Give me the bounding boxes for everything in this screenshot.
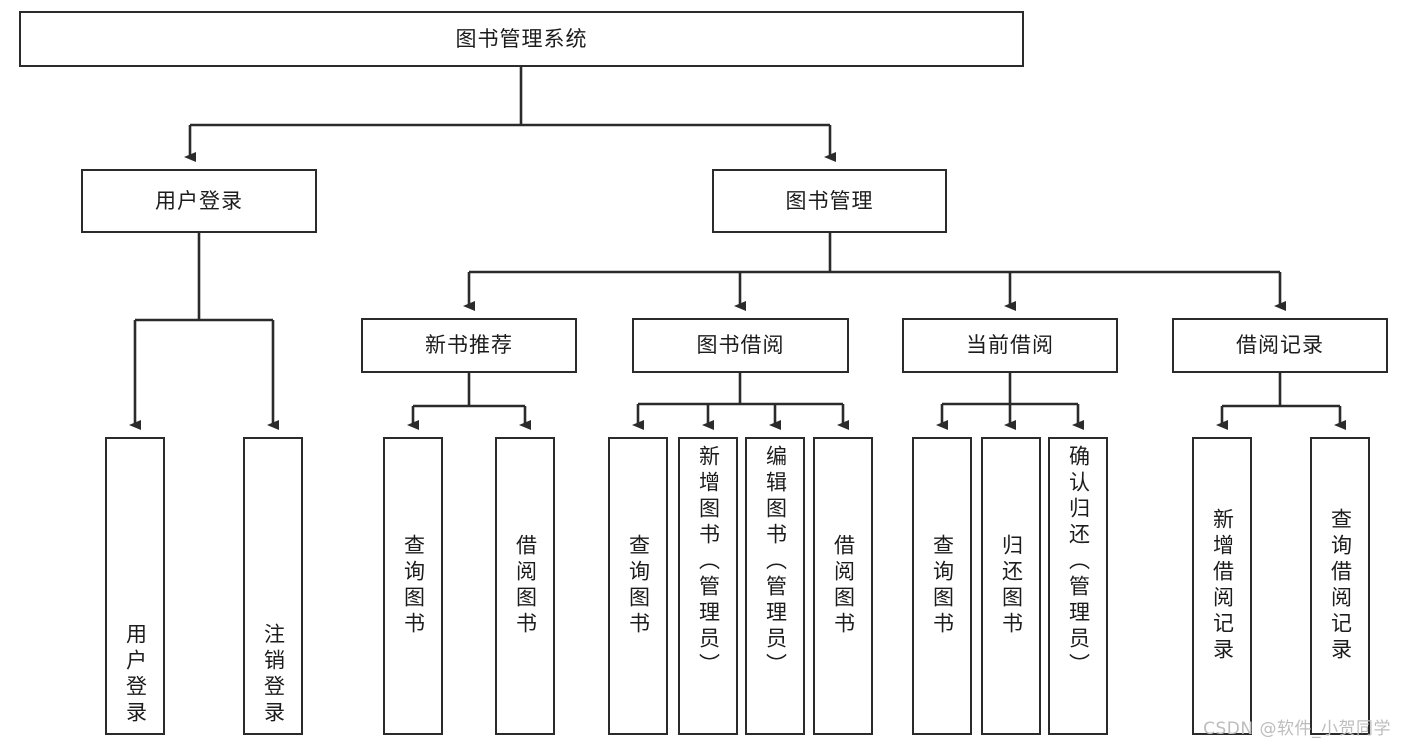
leaf-book-borrow-borrow[interactable]: 借阅图书	[813, 437, 873, 735]
leaf-label: 注销登录	[261, 623, 286, 727]
leaf-borrow-record-add[interactable]: 新增借阅记录	[1192, 437, 1252, 735]
node-book-borrow[interactable]: 图书借阅	[632, 318, 849, 373]
node-new-book-recommend[interactable]: 新书推荐	[361, 318, 577, 373]
node-user-login-label: 用户登录	[155, 188, 243, 213]
leaf-current-borrow-confirm[interactable]: 确认归还（管理员）	[1048, 437, 1108, 735]
leaf-label: 查询借阅记录	[1328, 508, 1353, 664]
leaf-user-login-signout[interactable]: 注销登录	[243, 437, 303, 735]
node-root[interactable]: 图书管理系统	[19, 11, 1024, 67]
leaf-book-borrow-query[interactable]: 查询图书	[608, 437, 668, 735]
leaf-label: 编辑图书（管理员）	[763, 445, 788, 679]
node-current-borrow-label: 当前借阅	[966, 333, 1054, 358]
node-new-book-recommend-label: 新书推荐	[425, 333, 513, 358]
node-borrow-record[interactable]: 借阅记录	[1172, 318, 1388, 373]
leaf-new-book-borrow[interactable]: 借阅图书	[495, 437, 555, 735]
leaf-label: 借阅图书	[513, 534, 538, 638]
leaf-current-borrow-query[interactable]: 查询图书	[912, 437, 972, 735]
leaf-label: 确认归还（管理员）	[1066, 445, 1091, 679]
node-user-login[interactable]: 用户登录	[81, 169, 317, 233]
node-root-label: 图书管理系统	[455, 26, 588, 51]
node-book-management[interactable]: 图书管理	[712, 169, 947, 233]
leaf-label: 查询图书	[401, 534, 426, 638]
leaf-label: 查询图书	[930, 534, 955, 638]
leaf-book-borrow-add[interactable]: 新增图书（管理员）	[678, 437, 738, 735]
leaf-current-borrow-return[interactable]: 归还图书	[981, 437, 1041, 735]
leaf-book-borrow-edit[interactable]: 编辑图书（管理员）	[745, 437, 805, 735]
leaf-label: 新增借阅记录	[1210, 508, 1235, 664]
leaf-label: 借阅图书	[831, 534, 856, 638]
leaf-label: 归还图书	[999, 534, 1024, 638]
node-book-management-label: 图书管理	[785, 188, 874, 213]
leaf-label: 查询图书	[626, 534, 651, 638]
leaf-user-login-signin[interactable]: 用户登录	[105, 437, 165, 735]
node-borrow-record-label: 借阅记录	[1236, 333, 1324, 358]
leaf-label: 新增图书（管理员）	[696, 445, 721, 679]
leaf-borrow-record-query[interactable]: 查询借阅记录	[1310, 437, 1370, 735]
watermark: CSDN @软件_小贺同学	[1203, 719, 1391, 739]
leaf-new-book-query[interactable]: 查询图书	[383, 437, 443, 735]
node-current-borrow[interactable]: 当前借阅	[902, 318, 1118, 373]
leaf-label: 用户登录	[123, 623, 148, 727]
node-book-borrow-label: 图书借阅	[696, 333, 785, 358]
